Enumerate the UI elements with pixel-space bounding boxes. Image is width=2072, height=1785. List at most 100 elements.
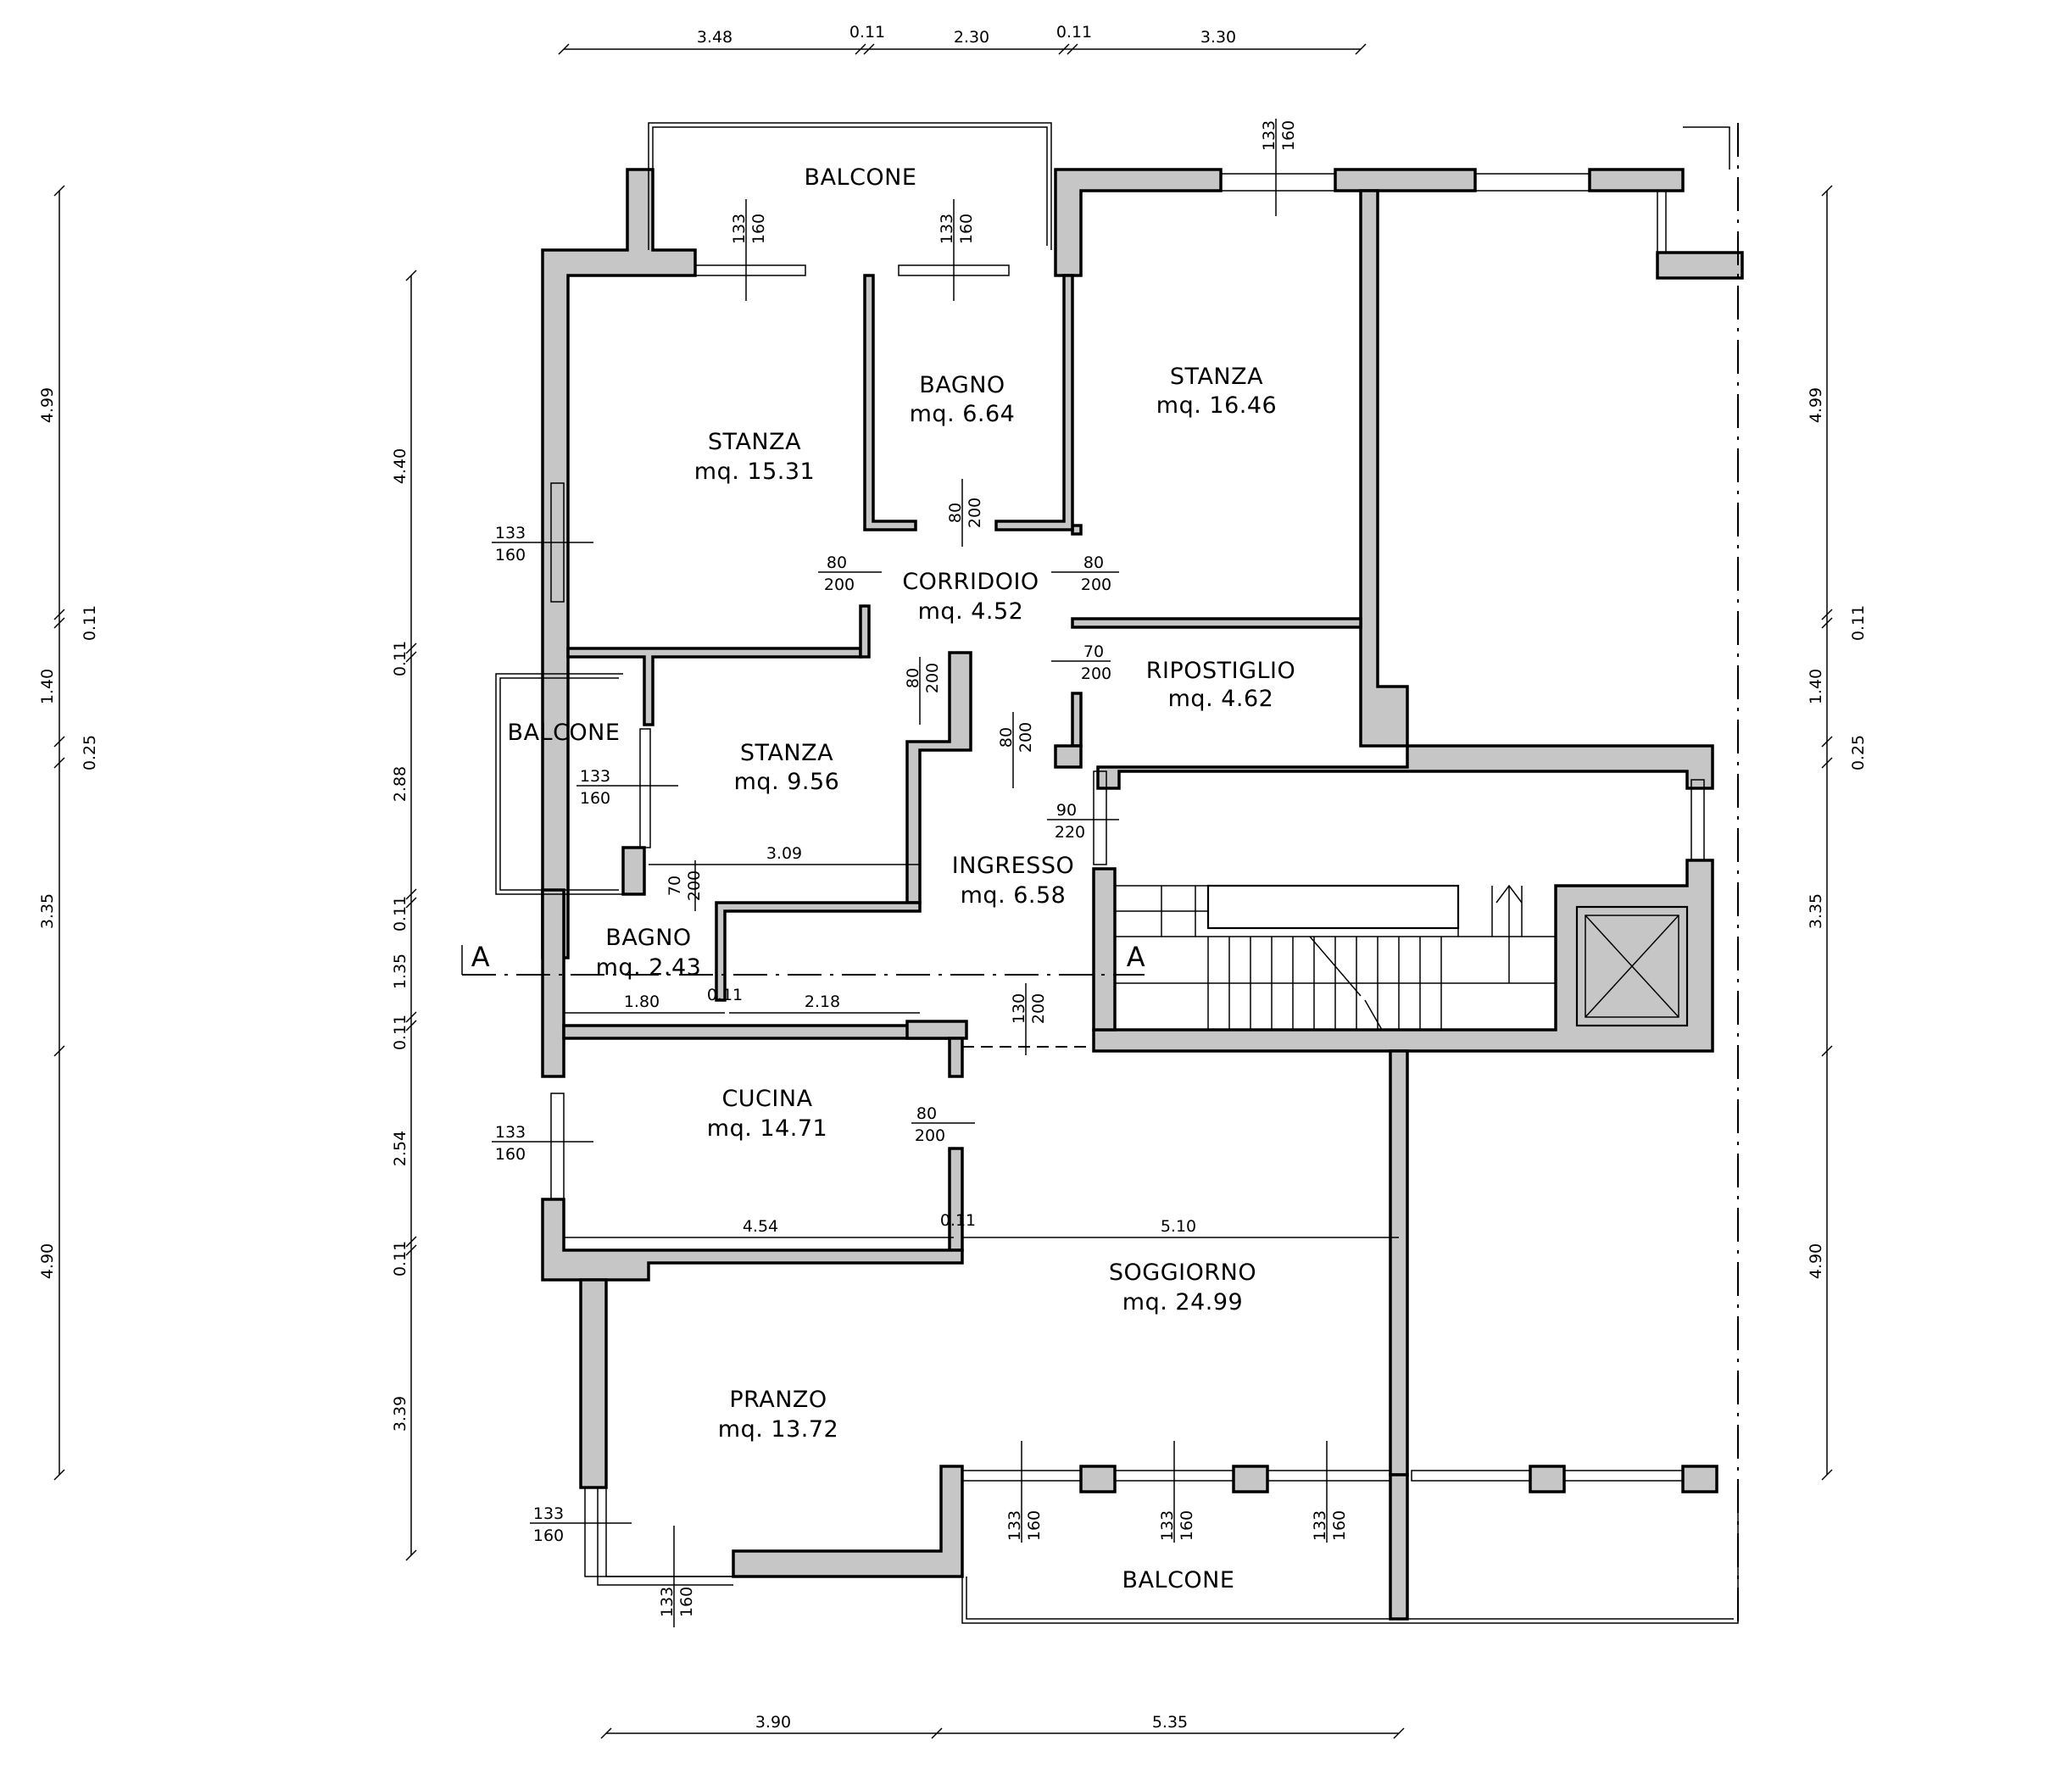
w-bottom-3-h: 160 bbox=[1178, 1510, 1196, 1541]
dim-inner-3: 2.88 bbox=[391, 766, 409, 802]
wall-spine bbox=[1359, 189, 1409, 748]
dimension-tick bbox=[53, 1045, 65, 1057]
wall-pranzo-s bbox=[732, 1465, 964, 1578]
dimension-tick bbox=[1393, 1727, 1405, 1739]
d-stanza1-h: 200 bbox=[824, 576, 855, 594]
stair-landing bbox=[1206, 884, 1460, 930]
dimension-tick bbox=[1058, 43, 1070, 55]
room-ripostiglio-name: RIPOSTIGLIO bbox=[1146, 658, 1296, 684]
dim-left-4: 0.25 bbox=[81, 735, 99, 770]
section-marker-right: A bbox=[1127, 941, 1145, 973]
d-cucina-h: 200 bbox=[915, 1126, 945, 1145]
dim-right-3: 1.40 bbox=[1807, 669, 1825, 704]
room-stanza-2-area: mq. 16.46 bbox=[1156, 392, 1277, 419]
pier-1 bbox=[1079, 1465, 1117, 1493]
room-balcone-sud: BALCONE bbox=[1122, 1567, 1235, 1593]
dimension-tick bbox=[53, 609, 65, 620]
w-bottom-1-h: 160 bbox=[677, 1587, 696, 1617]
outlines bbox=[461, 122, 1739, 1624]
dimension-tick bbox=[558, 43, 570, 55]
d-bagno-h: 200 bbox=[966, 498, 984, 528]
room-soggiorno-name: SOGGIORNO bbox=[1109, 1260, 1256, 1286]
dim-int-6: 0.11 bbox=[940, 1211, 976, 1230]
wall-corr-w bbox=[859, 604, 871, 659]
dim-inner-2: 0.11 bbox=[391, 641, 409, 676]
w-bottom-1-w: 133 bbox=[658, 1587, 677, 1617]
dim-right-2: 0.11 bbox=[1849, 605, 1868, 641]
dim-left-2: 0.11 bbox=[81, 605, 99, 641]
w-top-2-h: 160 bbox=[957, 214, 976, 244]
room-stanza-3-name: STANZA bbox=[740, 740, 833, 766]
wall-bagno-w bbox=[863, 274, 917, 531]
w-bottom-4-h: 160 bbox=[1330, 1510, 1349, 1541]
dim-top-4: 0.11 bbox=[1056, 23, 1092, 42]
room-cucina-area: mq. 14.71 bbox=[707, 1115, 827, 1142]
dimension-tick bbox=[405, 1549, 417, 1561]
dimension-tick bbox=[855, 43, 866, 55]
wall-rip-top bbox=[1071, 617, 1362, 629]
dimension-tick bbox=[931, 1727, 943, 1739]
dimension-lines bbox=[53, 43, 1833, 1739]
dim-inner-5: 1.35 bbox=[391, 954, 409, 989]
w-left-1-w: 133 bbox=[495, 524, 526, 542]
opening-labels: 133 160 133 160 133 160 133 160 133 160 … bbox=[495, 120, 1349, 1617]
dim-top-5: 3.30 bbox=[1200, 28, 1236, 47]
room-ripostiglio-area: mq. 4.62 bbox=[1168, 686, 1274, 712]
dim-int-2: 1.80 bbox=[624, 993, 660, 1011]
dimension-tick bbox=[53, 1469, 65, 1481]
room-stanza-2-name: STANZA bbox=[1170, 364, 1263, 390]
d-stanza2-w: 80 bbox=[1083, 553, 1104, 572]
w-top-2-w: 133 bbox=[938, 214, 956, 244]
dim-right-6: 4.90 bbox=[1807, 1243, 1825, 1279]
dim-right-4: 0.25 bbox=[1849, 735, 1868, 770]
pier-3 bbox=[1529, 1465, 1566, 1493]
dim-right-5: 3.35 bbox=[1807, 893, 1825, 929]
dimension-tick bbox=[600, 1727, 612, 1739]
room-stanza-1-name: STANZA bbox=[708, 429, 801, 455]
dim-top-1: 3.48 bbox=[697, 28, 732, 47]
room-bagno-1-area: mq. 6.64 bbox=[910, 401, 1016, 427]
wall-north-right bbox=[1334, 168, 1477, 192]
dimension-tick bbox=[405, 1020, 417, 1032]
d-bagno2-h: 200 bbox=[685, 870, 704, 901]
wall-soggiorno-e bbox=[1389, 1049, 1409, 1476]
wall-ingresso-s bbox=[905, 1020, 968, 1040]
dimension-tick bbox=[405, 897, 417, 909]
wall-north-mid bbox=[1054, 168, 1223, 277]
room-balcone-nord: BALCONE bbox=[805, 164, 917, 191]
d-main-w: 130 bbox=[1010, 993, 1028, 1024]
w-bottom-3-w: 133 bbox=[1158, 1510, 1177, 1541]
w-bottom-2-h: 160 bbox=[1025, 1510, 1044, 1541]
dimension-tick bbox=[405, 642, 417, 654]
dimension-tick bbox=[863, 43, 875, 55]
room-ingresso-name: INGRESSO bbox=[952, 853, 1074, 879]
d-stanza3-h: 200 bbox=[923, 663, 942, 693]
d-bagno-w: 80 bbox=[946, 503, 965, 523]
w-top-1-h: 160 bbox=[749, 214, 768, 244]
section-marker-left: A bbox=[471, 941, 490, 973]
dim-inner-4: 0.11 bbox=[391, 896, 409, 931]
dim-int-1: 3.09 bbox=[766, 844, 802, 863]
room-corridoio-area: mq. 4.52 bbox=[918, 598, 1024, 625]
room-stanza-3-area: mq. 9.56 bbox=[734, 769, 840, 795]
room-soggiorno-area: mq. 24.99 bbox=[1122, 1289, 1243, 1315]
w-bottom-2-w: 133 bbox=[1005, 1510, 1024, 1541]
wall-ne-stub bbox=[1656, 251, 1744, 280]
dim-bottom-1: 3.90 bbox=[755, 1713, 791, 1732]
dimension-tick bbox=[405, 270, 417, 281]
w-left-2-w: 133 bbox=[495, 1123, 526, 1142]
pier-4 bbox=[1681, 1465, 1718, 1493]
staircase bbox=[1115, 884, 1556, 1031]
dimension-tick bbox=[1821, 1045, 1833, 1057]
w-left-3-h: 160 bbox=[580, 789, 610, 808]
dimension-tick bbox=[405, 1236, 417, 1248]
room-pranzo-name: PRANZO bbox=[729, 1387, 827, 1413]
dim-int-3: 0.11 bbox=[707, 986, 743, 1004]
d-main-h: 200 bbox=[1029, 993, 1048, 1024]
wall-ingresso-ne bbox=[1054, 744, 1083, 769]
w-top-3-w: 133 bbox=[1260, 120, 1278, 151]
d-cucina-w: 80 bbox=[916, 1104, 937, 1123]
opening-markers bbox=[492, 119, 1328, 1627]
dimension-tick bbox=[1821, 736, 1833, 748]
